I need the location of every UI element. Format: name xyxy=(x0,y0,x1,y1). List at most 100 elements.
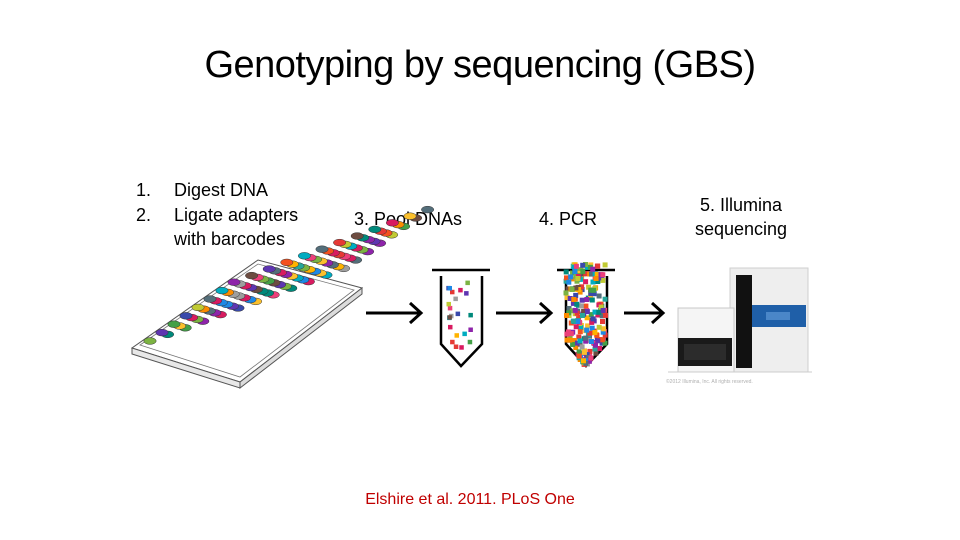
dna-fragment xyxy=(580,262,586,268)
dna-fragment xyxy=(573,324,579,330)
plate-well xyxy=(368,225,382,234)
dna-fragment xyxy=(564,331,570,337)
dna-fragment xyxy=(581,349,587,355)
plate-well xyxy=(215,286,229,295)
dna-fragment xyxy=(568,274,574,280)
dna-fragment xyxy=(591,287,597,293)
dna-fragment xyxy=(573,345,579,350)
dna-fragment xyxy=(446,301,451,307)
dna-fragment xyxy=(595,338,601,344)
dna-fragment xyxy=(565,286,571,292)
dna-fragment xyxy=(586,358,592,364)
dna-fragment xyxy=(593,350,599,356)
dna-fragment xyxy=(583,338,589,344)
arrow-right-icon xyxy=(496,301,554,325)
dna-fragment xyxy=(592,330,598,335)
dna-fragment xyxy=(569,308,575,314)
dna-fragment xyxy=(600,308,606,313)
step-text: Digest DNA xyxy=(174,180,269,200)
dna-fragment xyxy=(591,291,597,297)
step-4-label: 4. PCR xyxy=(539,209,598,229)
dna-fragment xyxy=(599,340,605,346)
dna-fragment xyxy=(572,269,578,275)
dna-fragment xyxy=(587,330,593,336)
dna-fragment xyxy=(573,263,579,269)
dna-fragment xyxy=(455,311,461,317)
plate-well xyxy=(143,337,157,345)
dna-fragment xyxy=(588,287,594,293)
dna-fragment xyxy=(581,308,587,314)
dna-fragment xyxy=(567,296,573,301)
dna-fragment xyxy=(566,279,572,285)
dna-fragment xyxy=(602,262,608,268)
dna-fragment xyxy=(563,290,569,296)
step-number: 1. xyxy=(136,180,152,200)
tube-icon xyxy=(557,262,615,368)
dna-fragment xyxy=(600,329,606,335)
dna-fragment xyxy=(583,303,589,309)
tube-icon xyxy=(432,268,490,368)
plate-well xyxy=(227,278,241,286)
dna-fragment xyxy=(574,340,580,346)
slide-title: Genotyping by sequencing (GBS) xyxy=(204,44,756,86)
dna-fragment xyxy=(563,278,569,284)
plate-well xyxy=(262,265,276,273)
dna-fragment xyxy=(563,269,569,275)
dna-fragment xyxy=(577,341,583,347)
dna-fragment xyxy=(588,312,594,318)
dna-fragment xyxy=(454,333,459,338)
step-5-label: 5. Illumina sequencing xyxy=(668,193,814,241)
dna-fragment xyxy=(564,337,570,343)
dna-fragment xyxy=(596,309,602,315)
dna-fragment xyxy=(564,295,570,301)
dna-fragment xyxy=(574,301,580,307)
dna-fragment xyxy=(600,277,606,283)
dna-fragment xyxy=(596,324,602,330)
dna-fragment xyxy=(596,293,602,299)
dna-fragment xyxy=(600,272,606,278)
dna-fragment xyxy=(450,339,455,345)
dna-fragment xyxy=(573,285,579,291)
dna-fragment xyxy=(601,326,607,332)
dna-fragment xyxy=(570,300,576,306)
plate-well xyxy=(315,245,329,253)
dna-fragment xyxy=(448,324,453,330)
dna-fragment xyxy=(577,338,583,344)
dna-fragment xyxy=(576,334,582,340)
dna-fragment xyxy=(564,275,569,281)
dna-fragment xyxy=(450,289,455,295)
dna-fragment xyxy=(583,335,589,341)
plate-well xyxy=(179,312,193,320)
dna-fragment xyxy=(576,349,582,355)
dna-fragment xyxy=(599,337,605,343)
dna-fragment xyxy=(594,271,600,277)
arrow-right-icon xyxy=(366,301,424,325)
dna-fragment xyxy=(468,327,473,332)
plate-well xyxy=(203,295,217,303)
dna-fragment xyxy=(577,289,583,295)
plate-well xyxy=(403,212,417,220)
plate-well xyxy=(385,219,399,227)
dna-fragment xyxy=(571,338,577,343)
plate-well xyxy=(297,252,311,260)
dna-fragment xyxy=(447,305,453,311)
step-5-line-2: sequencing xyxy=(694,219,788,239)
plate-well xyxy=(191,303,205,312)
dna-fragment xyxy=(575,276,581,281)
sequencer-icon: ©2012 Illumina, Inc. All rights reserved… xyxy=(666,267,812,385)
dna-fragment xyxy=(581,358,586,364)
dna-fragment xyxy=(602,296,608,302)
dna-fragment xyxy=(583,262,588,267)
dna-fragment xyxy=(453,296,458,302)
step-2: 2.Ligate adapters xyxy=(136,203,298,228)
dna-fragment xyxy=(584,352,590,358)
step-1: 1. Digest DNA xyxy=(136,178,298,203)
dna-fragment xyxy=(602,332,608,338)
dna-fragment xyxy=(567,334,573,340)
dna-fragment xyxy=(573,292,579,298)
dna-fragment xyxy=(574,278,580,284)
dna-fragment xyxy=(603,312,608,318)
dna-fragment xyxy=(567,337,573,343)
dna-fragment xyxy=(570,342,576,347)
dna-fragment xyxy=(583,271,589,277)
